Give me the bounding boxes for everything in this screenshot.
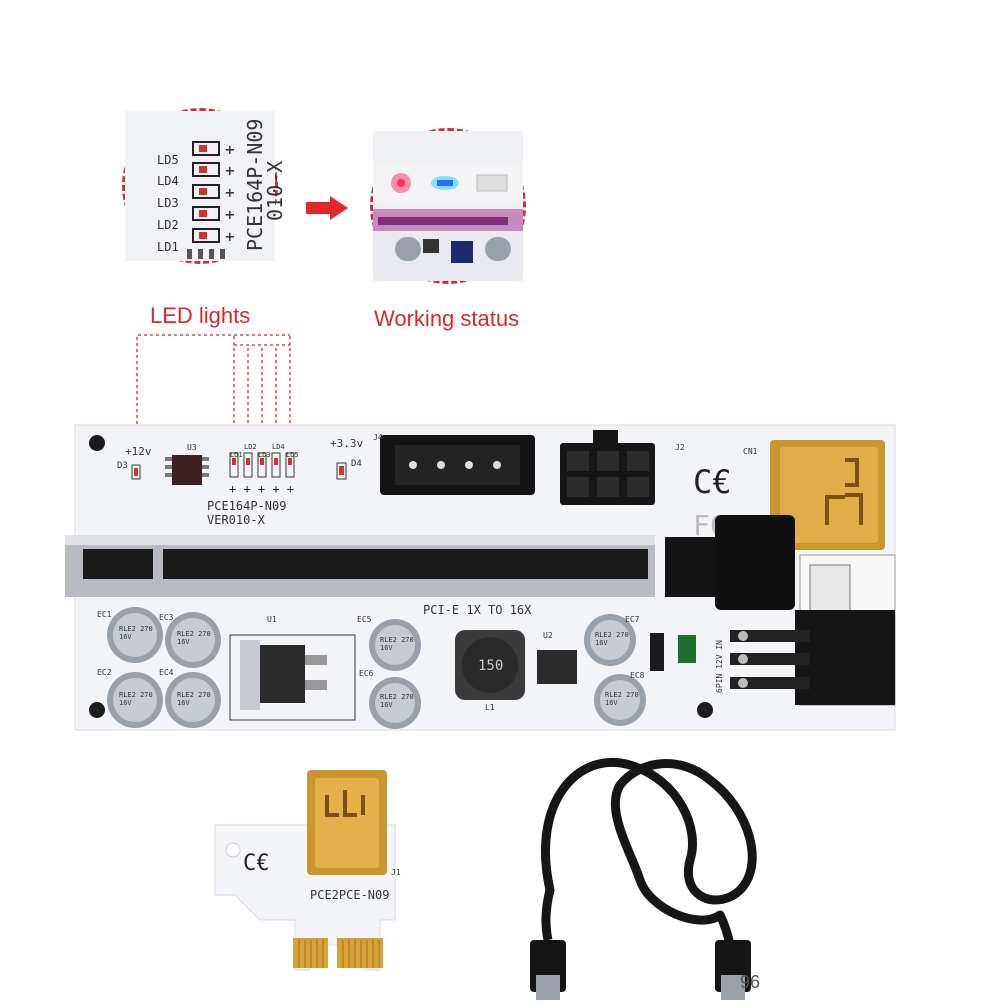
svg-text:+: +	[225, 227, 235, 246]
board-u2-label: U2	[543, 631, 553, 640]
board-slot-label: PCI-E 1X TO 16X	[423, 603, 532, 617]
zoom-led-rows: + + + + +	[192, 140, 235, 246]
cap-ec2-ref: EC2	[97, 668, 112, 677]
adapter-model-label: PCE2PCE-N09	[310, 888, 390, 902]
zoom-board-text-2: 010-X	[263, 160, 287, 221]
cap-ec7-ref: EC7	[625, 615, 640, 624]
cap-ec3-text: RLE2 270 16V	[177, 630, 211, 646]
riser-board: + + + + + C€ FC	[65, 424, 896, 735]
cap-ec5-ref: EC5	[357, 615, 372, 624]
board-d4-label: D4	[351, 459, 362, 469]
board-power-in-label: 6PIN 12V IN	[715, 640, 724, 693]
svg-text:C€: C€	[243, 851, 270, 876]
svg-text:+: +	[225, 161, 235, 180]
zoom-led-label-4: LD4	[157, 174, 179, 188]
led-zoom-graphic: + + + + +	[125, 111, 275, 261]
cap-ec1-text: RLE2 270 16V	[119, 625, 153, 641]
cap-ec2-text: RLE2 270 16V	[119, 691, 153, 707]
board-led-pads	[229, 452, 295, 478]
board-inductor-label: 150	[478, 658, 504, 674]
board-ld4-label: LD4	[272, 443, 285, 451]
zoom-led-label-5: LD5	[157, 153, 179, 167]
cap-ec1-ref: EC1	[97, 610, 112, 619]
svg-text:+: +	[225, 205, 235, 224]
x1-adapter: C€ PCE2PCE-N09 J1	[214, 770, 425, 971]
zoom-led-label-1: LD1	[157, 240, 179, 254]
cap-ec4-ref: EC4	[159, 668, 174, 677]
board-j4-label: J4	[373, 433, 383, 442]
board-u3-label: U3	[187, 443, 197, 452]
cap-ec7-text: RLE2 270 16V	[595, 631, 629, 647]
working-zoom-graphic	[373, 131, 523, 281]
cap-ec6-ref: EC6	[359, 669, 374, 678]
x1-adapter-graphic: C€	[214, 770, 396, 971]
led-lights-label: LED lights	[150, 303, 251, 328]
cable-watermark: 96	[740, 972, 761, 992]
cap-ec5-text: RLE2 270 16V	[380, 636, 414, 652]
board-model-label: PCE164P-N09	[207, 499, 287, 513]
board-cn1-label: CN1	[743, 447, 758, 456]
working-zoom-circle	[370, 128, 526, 284]
zoom-led-label-3: LD3	[157, 196, 179, 210]
cap-ec8-ref: EC8	[630, 671, 645, 680]
arrow-right-icon	[306, 196, 348, 220]
svg-text:+: +	[225, 140, 235, 159]
board-ld2-label: LD2	[244, 443, 257, 451]
cap-ec3-ref: EC3	[159, 613, 174, 622]
board-j2-label: J2	[675, 443, 685, 452]
usb-cable: 96	[510, 740, 780, 1000]
board-ld5-label: LD5	[286, 451, 299, 459]
cap-ec8-text: RLE2 270 16V	[605, 691, 639, 707]
led-zoom-circle: + + + + +	[122, 108, 287, 264]
capacitors-left	[107, 607, 221, 728]
board-v33-label: +3.3v	[330, 437, 364, 450]
svg-text:+: +	[225, 183, 235, 202]
board-version-label: VER010-X	[207, 513, 265, 527]
riser-board-graphic: + + + + + C€ FC	[65, 424, 896, 731]
cap-ec4-text: RLE2 270 16V	[177, 691, 211, 707]
board-ld1-label: LD1	[230, 451, 243, 459]
working-status-label: Working status	[374, 306, 520, 331]
zoom-led-label-2: LD2	[157, 218, 179, 232]
svg-text:+ + + + +: + + + + +	[229, 482, 294, 496]
board-d3-label: D3	[117, 461, 128, 471]
adapter-j1-label: J1	[391, 868, 401, 877]
board-u1-label: U1	[267, 615, 277, 624]
board-l1-label: L1	[485, 703, 495, 712]
usb-cable-graphic	[530, 757, 757, 1000]
svg-text:C€: C€	[693, 463, 732, 501]
board-ld3-label: LD3	[258, 451, 271, 459]
cap-ec6-text: RLE2 270 16V	[380, 693, 414, 709]
board-v12-label: +12v	[125, 445, 152, 458]
